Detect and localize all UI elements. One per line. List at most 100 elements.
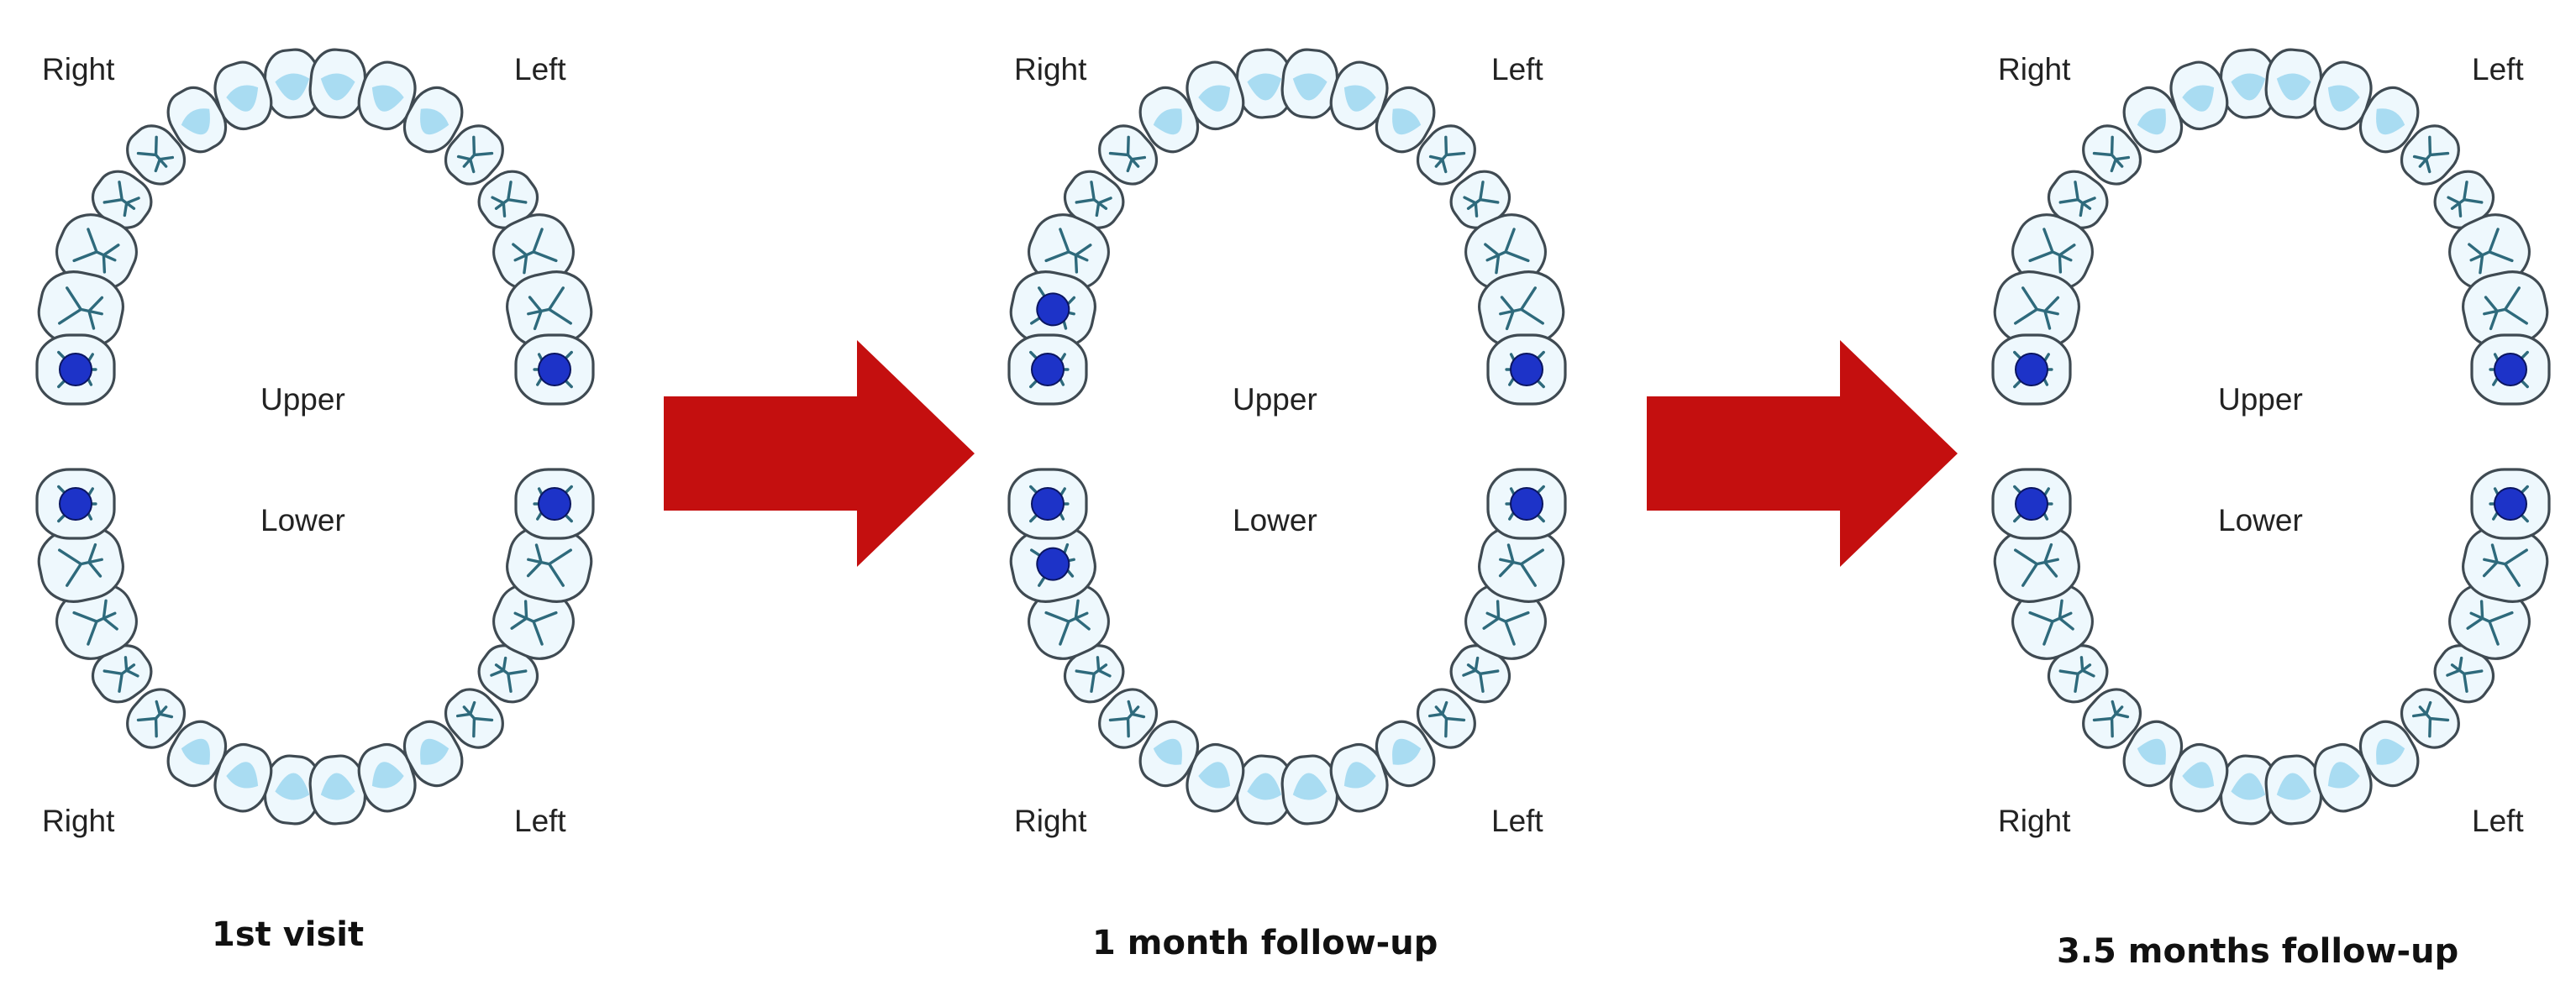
tooth [2169, 60, 2229, 131]
tooth [1098, 124, 1159, 186]
marked-tooth [1991, 468, 2072, 540]
tooth [1449, 644, 1511, 704]
tooth [2313, 742, 2373, 813]
tooth [213, 60, 273, 131]
label-upper-right: Right [1014, 52, 1087, 86]
circle-marker-icon [538, 487, 571, 521]
marked-tooth [1486, 468, 1567, 540]
label-lower-arch: Lower [260, 503, 345, 537]
tooth [1138, 86, 1200, 154]
marked-tooth [514, 333, 595, 406]
tooth [2313, 60, 2373, 131]
tooth-chart [1007, 48, 1567, 826]
circle-marker-icon [2015, 353, 2048, 386]
tooth [1329, 742, 1389, 813]
tooth [2400, 124, 2460, 186]
label-upper-left: Left [1491, 52, 1543, 86]
tooth [1063, 644, 1125, 704]
tooth [1098, 688, 1159, 749]
caption-1-month-follow-up: 1 month follow-up [1092, 924, 1438, 962]
marked-tooth [1009, 270, 1096, 349]
tooth [1235, 48, 1294, 119]
tooth-chart [1991, 48, 2551, 826]
panel-1st-visit: Right Left Upper Lower Right Left 1st vi… [35, 48, 595, 954]
circle-marker-icon [1036, 547, 1070, 581]
tooth [1416, 124, 1476, 186]
tooth [2358, 720, 2420, 788]
tooth [1185, 742, 1245, 813]
circle-marker-icon [2494, 353, 2527, 386]
marked-tooth [2470, 333, 2551, 406]
panel-3-5-months-follow-up: Right Left Upper Lower Right Left 3.5 mo… [1991, 48, 2551, 971]
label-upper-arch: Upper [2218, 382, 2303, 417]
label-lower-left: Left [1491, 804, 1543, 838]
tooth [477, 644, 539, 704]
tooth [2264, 48, 2323, 119]
tooth [1375, 720, 1436, 788]
circle-marker-icon [59, 353, 92, 386]
tooth-chart [35, 48, 595, 826]
circle-marker-icon [2494, 487, 2527, 521]
label-lower-left: Left [2472, 804, 2524, 838]
tooth [1416, 688, 1476, 749]
tooth [1028, 213, 1110, 291]
tooth [1280, 754, 1339, 826]
tooth [2122, 720, 2184, 788]
tooth [2358, 86, 2420, 154]
label-upper-left: Left [2472, 52, 2524, 86]
tooth [357, 742, 417, 813]
label-upper-left: Left [514, 52, 566, 86]
circle-marker-icon [1036, 292, 1070, 327]
tooth [1375, 86, 1436, 154]
tooth [1464, 583, 1547, 660]
tooth [2122, 86, 2184, 154]
tooth [2462, 525, 2549, 603]
circle-marker-icon [1031, 353, 1065, 386]
tooth [402, 86, 464, 154]
label-upper-arch: Upper [260, 382, 345, 417]
marked-tooth [514, 468, 595, 540]
tooth [37, 270, 124, 349]
tooth [166, 720, 228, 788]
circle-marker-icon [1510, 353, 1543, 386]
tooth [1993, 525, 2080, 603]
marked-tooth [1007, 333, 1088, 406]
marked-tooth [1007, 468, 1088, 540]
tooth [506, 525, 593, 603]
tooth [1185, 60, 1245, 131]
right-arrow-icon [1647, 340, 1958, 567]
label-lower-right: Right [42, 804, 115, 838]
marked-tooth [2470, 468, 2551, 540]
tooth [402, 720, 464, 788]
label-lower-right: Right [1014, 804, 1087, 838]
tooth [2047, 644, 2109, 704]
tooth [2169, 742, 2229, 813]
tooth [308, 48, 367, 119]
label-lower-left: Left [514, 804, 566, 838]
circle-marker-icon [2015, 487, 2048, 521]
tooth [444, 124, 504, 186]
label-lower-right: Right [1998, 804, 2071, 838]
caption-3-5-months-follow-up: 3.5 months follow-up [2057, 932, 2458, 971]
tooth [506, 270, 593, 349]
circle-marker-icon [1031, 487, 1065, 521]
tooth [55, 583, 138, 660]
label-upper-right: Right [42, 52, 115, 86]
tooth [357, 60, 417, 131]
caption-1st-visit: 1st visit [212, 915, 364, 954]
marked-tooth [1009, 525, 1096, 603]
tooth [1280, 48, 1339, 119]
tooth [308, 754, 367, 826]
tooth [444, 688, 504, 749]
tooth [2433, 170, 2495, 229]
marked-tooth [1486, 333, 1567, 406]
right-arrow-icon [664, 340, 975, 567]
circle-marker-icon [538, 353, 571, 386]
marked-tooth [1991, 333, 2072, 406]
tooth [2082, 124, 2142, 186]
circle-marker-icon [59, 487, 92, 521]
marked-tooth [35, 333, 116, 406]
label-upper-right: Right [1998, 52, 2071, 86]
tooth [2264, 754, 2323, 826]
